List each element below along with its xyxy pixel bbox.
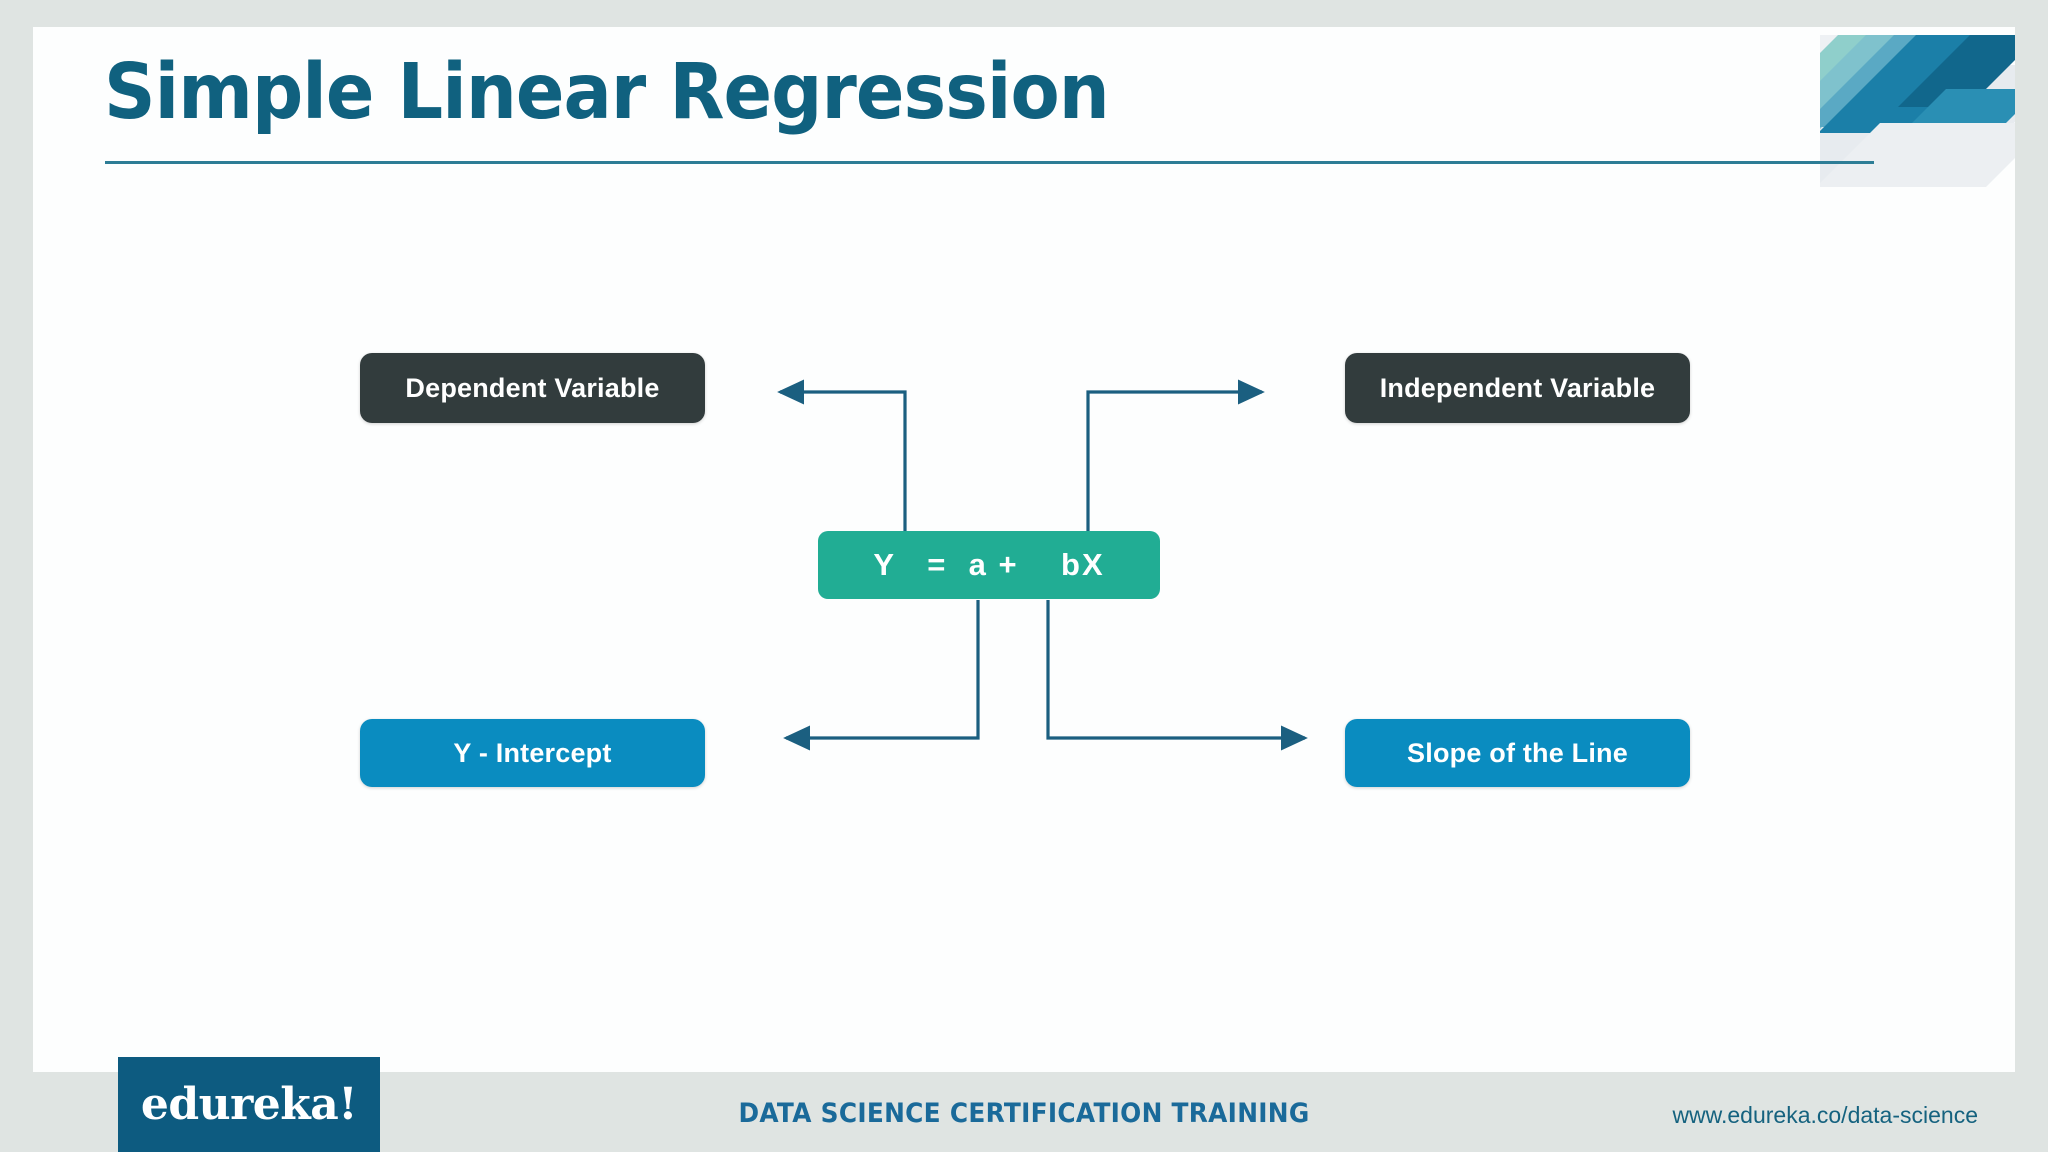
node-dependent-variable[interactable]: Dependent Variable [360, 353, 705, 423]
arrow-to-dependent-variable [777, 379, 907, 540]
footer-course-title: DATA SCIENCE CERTIFICATION TRAINING [738, 1098, 1310, 1129]
node-label: Dependent Variable [405, 372, 660, 403]
arrow-to-independent-variable [1086, 379, 1265, 540]
footer-url-link[interactable]: www.edureka.co/data-science [1672, 1102, 1978, 1128]
node-label: Independent Variable [1379, 372, 1656, 403]
node-independent-variable[interactable]: Independent Variable [1345, 353, 1690, 423]
node-y-intercept[interactable]: Y - Intercept [360, 719, 705, 787]
page-title: Simple Linear Regression [104, 48, 1110, 137]
node-label: Y - Intercept [453, 737, 612, 768]
logo-label: edureka! [140, 1079, 358, 1130]
equation-text: Y = a + bX [873, 547, 1105, 582]
title-underline [105, 161, 1874, 164]
node-label: Slope of the Line [1407, 737, 1628, 768]
arrow-to-slope-of-the-line [1046, 600, 1308, 751]
equation-box[interactable]: Y = a + bX [818, 531, 1160, 599]
edureka-logo[interactable]: edureka! [118, 1057, 380, 1152]
node-slope-of-the-line[interactable]: Slope of the Line [1345, 719, 1690, 787]
arrow-to-y-intercept [783, 600, 980, 751]
